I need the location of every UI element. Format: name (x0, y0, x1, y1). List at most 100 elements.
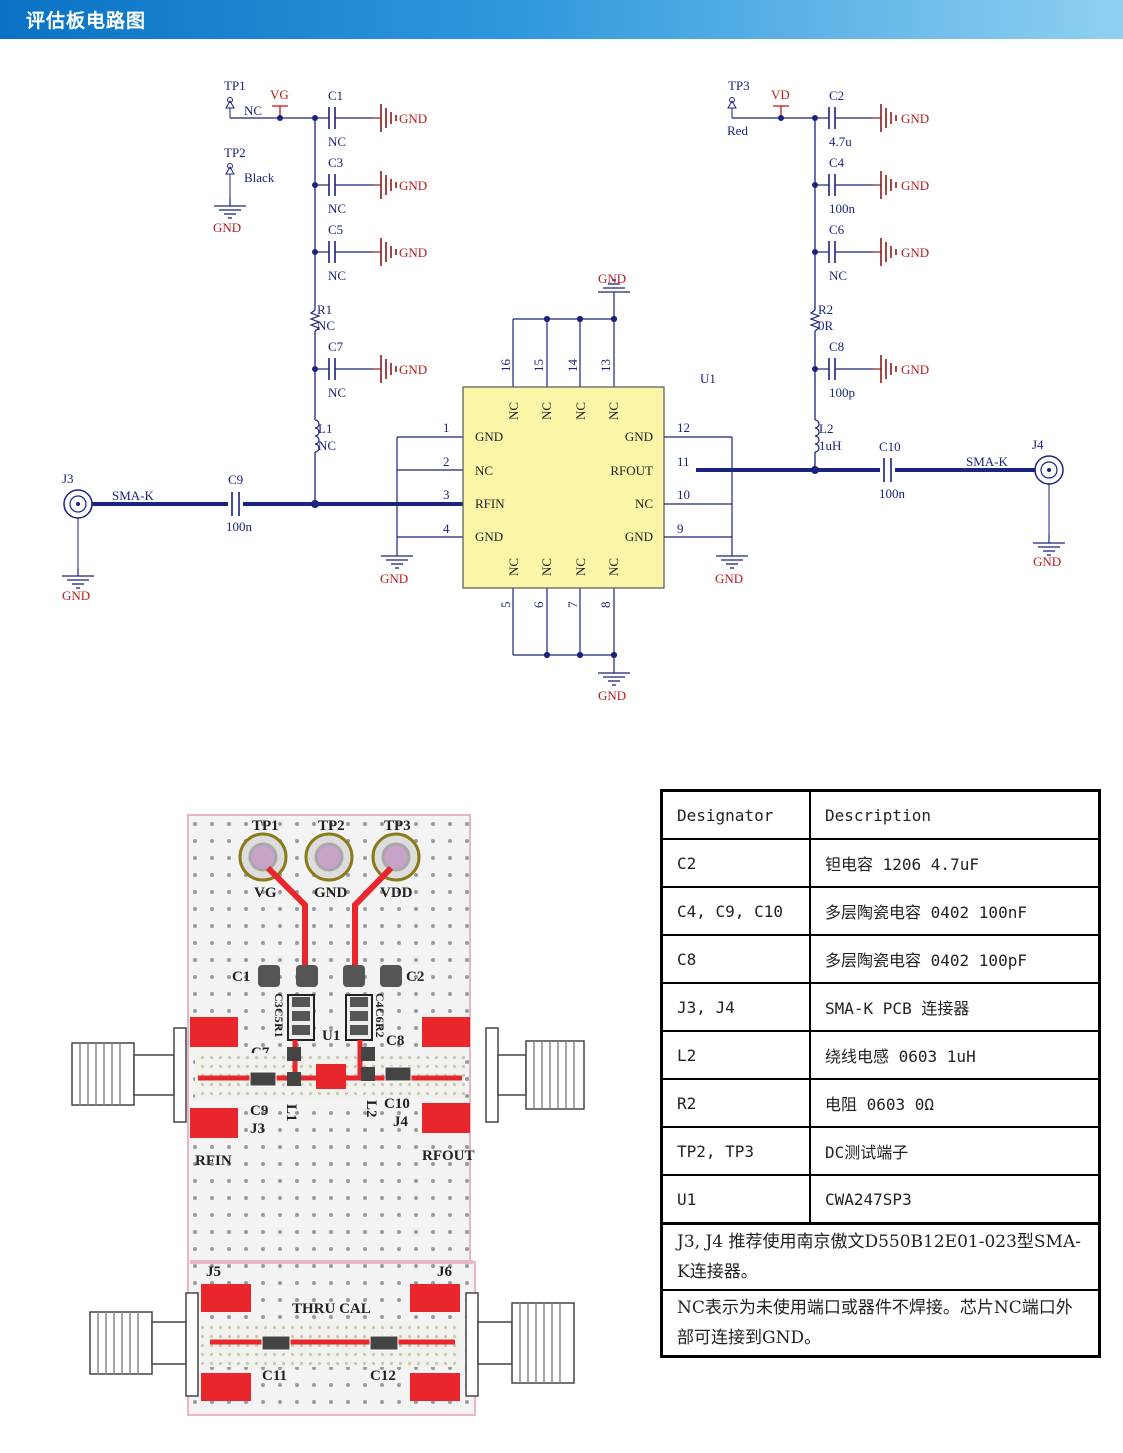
c10-value: 100n (879, 486, 906, 501)
cap-value: 100p (829, 385, 855, 400)
c9-ref: C9 (228, 472, 243, 487)
bom-description: 钽电容 1206 4.7uF (809, 838, 1101, 888)
bom-description: SMA-K PCB 连接器 (809, 982, 1101, 1032)
bom-designator: C8 (660, 934, 811, 984)
pin-name: GND (475, 429, 503, 444)
sma-connectors (71, 1027, 585, 1397)
chip-u1: U1 GND NC RFIN GND 1 2 3 4 GND RFOUT NC … (443, 359, 716, 609)
bom-note: J3, J4 推荐使用南京傲文D550B12E01-023型SMA-K连接器。 (660, 1222, 1101, 1291)
pcb-tp-label: TP1 (252, 818, 279, 834)
pin-name: NC (475, 463, 493, 478)
pin-name: NC (606, 402, 621, 420)
cap-ref: C4 (829, 155, 845, 170)
note-row: J3, J4 推荐使用南京傲文D550B12E01-023型SMA-K连接器。 (660, 1222, 1101, 1291)
pcb-net-label: GND (314, 885, 348, 901)
tp2-label: TP2 (224, 145, 246, 160)
pcb-c12-label: C12 (370, 1368, 396, 1384)
pin-num: 4 (443, 521, 450, 536)
gnd-label: GND (598, 688, 626, 703)
pin-num: 7 (565, 601, 580, 608)
pcb-c8-label: C8 (386, 1033, 404, 1049)
pin-num: 6 (531, 601, 546, 608)
pin-num: 2 (443, 454, 450, 469)
cap-ref: C5 (328, 222, 343, 237)
pcb-l1-label: L1 (283, 1104, 299, 1122)
chip-ref: U1 (700, 371, 716, 386)
pin-num: 14 (565, 359, 580, 373)
tp3-value: Red (727, 123, 748, 138)
pcb-c1-label: C1 (232, 969, 250, 985)
pin-name: NC (506, 558, 521, 576)
pin-num: 8 (598, 602, 613, 609)
tp2-value: Black (244, 170, 275, 185)
cap-value: NC (328, 201, 346, 216)
pcb-thru-cal-label: THRU CAL (292, 1301, 371, 1317)
gnd-label: GND (901, 111, 929, 126)
pcb-ref: C4 (373, 993, 387, 1008)
pin-name: NC (573, 558, 588, 576)
bom-designator: C4, C9, C10 (660, 886, 811, 936)
vd-net-label: VD (771, 87, 790, 102)
pcb-ref: C5 (272, 1008, 286, 1023)
gnd-label: GND (901, 245, 929, 260)
pcb-layout: TP1 TP2 TP3 VG GND VDD C1 C2 C3 C5 R1 C4… (71, 814, 585, 1416)
bom-header-description: Description (809, 789, 1101, 840)
gnd-label: GND (1033, 554, 1061, 569)
bom-header-designator: Designator (660, 789, 811, 840)
gnd-label: GND (901, 178, 929, 193)
pin-num: 12 (677, 420, 690, 435)
gnd-label: GND (715, 571, 743, 586)
bom-description: DC测试端子 (809, 1126, 1101, 1176)
pin-name: NC (573, 402, 588, 420)
pcb-j4-label: J4 (393, 1114, 409, 1130)
pin-num: 1 (443, 420, 450, 435)
right-ground-loop (664, 436, 749, 569)
pin-num: 10 (677, 487, 690, 502)
pcb-tp-label: TP3 (384, 818, 411, 834)
pcb-u1-label: U1 (322, 1028, 340, 1044)
gnd-label: GND (399, 178, 427, 193)
cap-ref: C8 (829, 339, 844, 354)
pin-name: NC (539, 558, 554, 576)
bom-description: CWA247SP3 (809, 1174, 1101, 1225)
cap-ref: C6 (829, 222, 845, 237)
pin-name: NC (506, 402, 521, 420)
bom-designator: TP2, TP3 (660, 1126, 811, 1176)
j4-type: SMA-K (966, 454, 1009, 469)
cap-value: NC (328, 134, 346, 149)
schematic-diagram: TP1 NC VG TP2 Black GND GND GND GND GND … (61, 78, 1066, 703)
pin-num: 15 (531, 359, 546, 372)
j4-label: J4 (1032, 437, 1044, 452)
cap-value: 100n (829, 201, 856, 216)
pin-name: NC (539, 402, 554, 420)
pcb-c10-label: C10 (384, 1096, 410, 1112)
bottom-pin-loop (512, 588, 618, 665)
inductor-value: NC (318, 438, 336, 453)
resistor-ref: R1 (317, 302, 332, 317)
test-points (238, 832, 421, 882)
bom-designator: C2 (660, 838, 811, 888)
pin-name: RFIN (475, 496, 505, 511)
gnd-label: GND (380, 571, 408, 586)
bom-header-row: Designator Description (660, 789, 1101, 840)
pin-name: NC (635, 496, 653, 511)
resistor-value: 0R (818, 318, 834, 333)
gnd-label: GND (901, 362, 929, 377)
pcb-ref: R1 (272, 1023, 286, 1038)
pcb-chip-u1 (316, 1064, 346, 1089)
pcb-rfin-label: RFIN (195, 1153, 232, 1169)
pcb-net-label: VG (254, 885, 277, 901)
inductor-value: 1uH (819, 438, 841, 453)
pcb-net-label: VDD (380, 885, 413, 901)
pcb-c9-label: C9 (250, 1103, 268, 1119)
bom-designator: L2 (660, 1030, 811, 1080)
pin-name: NC (606, 558, 621, 576)
pcb-l2-label: L2 (363, 1100, 379, 1118)
pcb-tp-label: TP2 (318, 818, 345, 834)
